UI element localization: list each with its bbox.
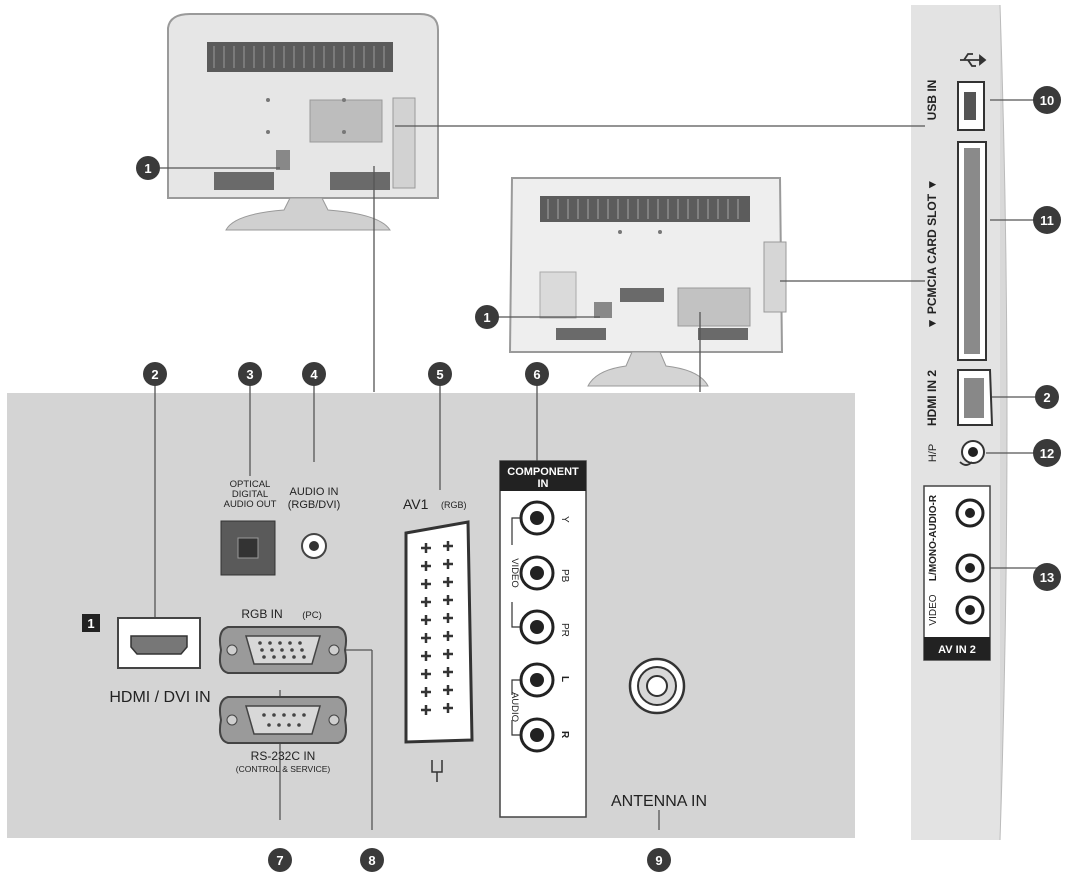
callout-7: 7: [268, 848, 292, 872]
svg-text:11: 11: [1040, 213, 1054, 228]
component-video-label: VIDEO: [509, 558, 520, 588]
antenna-in-label: ANTENNA IN: [611, 793, 707, 810]
svg-text:9: 9: [655, 853, 662, 868]
component-in-panel: [499, 460, 587, 818]
callout-3: 3: [238, 362, 262, 386]
svg-text:12: 12: [1040, 446, 1054, 461]
svg-text:8: 8: [368, 853, 375, 868]
callout-6: 6: [525, 362, 549, 386]
side-video-label: VIDEO: [928, 594, 939, 625]
av-in-2-label: AV IN 2: [938, 644, 976, 656]
component-pr-label: PR: [559, 623, 570, 637]
scart-symbol-icon: [431, 760, 443, 782]
rgb-in-sub-label: (PC): [302, 610, 322, 621]
optical-label-line3: AUDIO OUT: [224, 499, 277, 510]
svg-text:7: 7: [276, 853, 283, 868]
component-audio-label: AUDIO: [509, 692, 520, 722]
headphone-jack: [961, 440, 985, 464]
av1-label: AV1: [403, 496, 429, 512]
hdmi-dvi-port: [117, 617, 201, 669]
tv-rear-view-large: [167, 13, 439, 231]
usb-port: [957, 81, 985, 131]
component-r-label: R: [559, 731, 570, 739]
callout-2: 2: [143, 362, 167, 386]
component-y-label: Y: [559, 516, 570, 523]
svg-text:1: 1: [483, 310, 490, 325]
component-l-label: L: [559, 676, 570, 682]
audio-in-label-line2: (RGB/DVI): [288, 499, 341, 511]
hdmi-in-2-label: HDMI IN 2: [925, 370, 939, 426]
rs232c-port: [218, 696, 348, 744]
rgb-in-port: [218, 626, 348, 674]
callout-4: 4: [302, 362, 326, 386]
callout-13: 13: [1033, 563, 1061, 591]
rs232c-sub-label: (CONTROL & SERVICE): [236, 764, 331, 774]
svg-text:1: 1: [144, 161, 151, 176]
rgb-in-label: RGB IN: [241, 607, 282, 621]
callout-5: 5: [428, 362, 452, 386]
side-audio-label: L/MONO-AUDIO-R: [928, 494, 939, 581]
optical-label-line2: DIGITAL: [232, 489, 268, 500]
svg-text:2: 2: [151, 367, 158, 382]
callout-8: 8: [360, 848, 384, 872]
callout-9: 9: [647, 848, 671, 872]
svg-text:4: 4: [310, 367, 318, 382]
section-marker: 1: [87, 616, 94, 631]
component-label-line2: IN: [538, 478, 549, 490]
svg-text:3: 3: [246, 367, 253, 382]
callout-11: 11: [1033, 206, 1061, 234]
hdmi-dvi-in-label: HDMI / DVI IN: [109, 689, 210, 706]
callout-2-side: 2: [1035, 385, 1059, 409]
svg-text:5: 5: [436, 367, 443, 382]
svg-text:10: 10: [1040, 93, 1054, 108]
usb-symbol-icon: [960, 53, 987, 67]
usb-in-label: USB IN: [925, 80, 939, 121]
headphone-icon: [959, 461, 973, 466]
callout-12: 12: [1033, 439, 1061, 467]
pcmcia-slot: [957, 141, 987, 361]
callout-1a: 1: [136, 156, 160, 180]
leader-lines: [154, 99, 1040, 830]
hdmi-in-2-port: [957, 369, 994, 426]
component-pb-label: PB: [559, 569, 570, 583]
antenna-in-port: [628, 657, 686, 715]
av-in-2-panel: [923, 485, 991, 661]
callout-10: 10: [1033, 86, 1061, 114]
headphone-label: H/P: [927, 444, 939, 462]
rs232c-label: RS-232C IN: [251, 749, 316, 763]
svg-text:6: 6: [533, 367, 540, 382]
callout-1b: 1: [475, 305, 499, 329]
optical-port: [220, 520, 276, 576]
scart-av1-port: [404, 520, 474, 744]
svg-text:13: 13: [1040, 570, 1054, 585]
pcmcia-label: ▼ PCMCIA CARD SLOT ▼: [925, 179, 939, 330]
section-marker-box: [82, 614, 100, 632]
svg-text:2: 2: [1043, 390, 1050, 405]
audio-in-jack: [301, 533, 327, 559]
component-label-line1: COMPONENT: [507, 466, 579, 478]
tv-rear-view-small: [508, 177, 787, 387]
av1-sub-label: (RGB): [441, 500, 467, 510]
optical-label-line1: OPTICAL: [230, 479, 271, 490]
audio-in-label-line1: AUDIO IN: [290, 486, 339, 498]
